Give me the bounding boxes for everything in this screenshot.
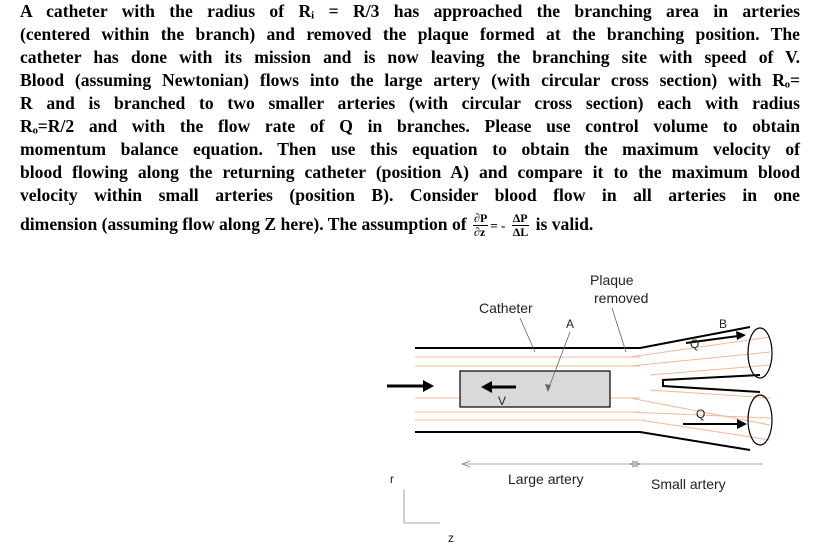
catheter-leader bbox=[519, 317, 536, 353]
problem-line: Blood (assuming Newtonian) flows into th… bbox=[20, 70, 800, 90]
large-artery-lower-wall bbox=[415, 431, 751, 451]
flow-label-top: Q bbox=[690, 337, 699, 351]
equation-lead-text: dimension (assuming flow along Z here). … bbox=[20, 214, 467, 234]
position-a-label: A bbox=[566, 317, 574, 331]
problem-line-equation: dimension (assuming flow along Z here). … bbox=[20, 207, 800, 241]
flow-label-bottom: Q bbox=[696, 407, 705, 421]
position-a-leader bbox=[547, 331, 571, 391]
problem-line: R and is branched to two smaller arterie… bbox=[20, 93, 800, 113]
dimension-lines bbox=[460, 460, 763, 468]
branch-divider bbox=[662, 374, 761, 393]
difference-fraction: ΔP ΔL bbox=[511, 211, 530, 240]
plaque-leader bbox=[611, 307, 627, 353]
equation-tail-text: is valid. bbox=[535, 214, 594, 234]
velocity-arrow bbox=[481, 381, 516, 393]
catheter-body bbox=[459, 370, 611, 408]
fraction-numerator: ΔP bbox=[511, 211, 530, 227]
upper-branch-flow-arrow bbox=[685, 331, 746, 344]
fraction-numerator: ∂P bbox=[473, 211, 489, 227]
equation-operator: = - bbox=[490, 218, 506, 233]
coordinate-axes bbox=[403, 490, 440, 524]
plaque-label-line1: Plaque bbox=[590, 272, 634, 288]
position-b-label: B bbox=[719, 317, 727, 331]
large-artery-upper-wall bbox=[415, 326, 751, 349]
fraction-denominator: ΔL bbox=[512, 225, 529, 240]
z-axis-label: z bbox=[448, 531, 454, 545]
problem-line: A catheter with the radius of Rᵢ = R/3 h… bbox=[20, 1, 800, 21]
upper-outlet bbox=[747, 327, 773, 379]
problem-line: momentum balance equation. Then use this… bbox=[20, 139, 800, 159]
fraction-denominator: ∂z bbox=[474, 225, 486, 240]
plaque-label-line2: removed bbox=[594, 290, 648, 306]
problem-line: blood flowing along the returning cathet… bbox=[20, 162, 800, 182]
artery-walls bbox=[415, 326, 761, 451]
problem-line: velocity within small arteries (position… bbox=[20, 185, 800, 205]
inflow-arrow bbox=[387, 380, 434, 392]
velocity-label: V bbox=[498, 394, 506, 408]
problem-statement: A catheter with the radius of Rᵢ = R/3 h… bbox=[20, 0, 800, 241]
problem-line: Rₒ=R/2 and with the flow rate of Q in br… bbox=[20, 116, 800, 136]
small-artery-label: Small artery bbox=[651, 476, 726, 492]
problem-line: (centered within the branch) and removed… bbox=[20, 24, 800, 44]
large-artery-label: Large artery bbox=[508, 471, 583, 487]
lower-outlet bbox=[747, 394, 773, 446]
catheter-label: Catheter bbox=[479, 300, 533, 316]
r-axis-label: r bbox=[390, 472, 394, 486]
partial-derivative-fraction: ∂P ∂z bbox=[473, 211, 489, 240]
small-artery-outlets bbox=[747, 327, 773, 446]
lower-branch-flow-arrow bbox=[683, 419, 747, 429]
leader-lines bbox=[519, 307, 627, 392]
problem-line: catheter has done with its mission and i… bbox=[20, 47, 800, 67]
